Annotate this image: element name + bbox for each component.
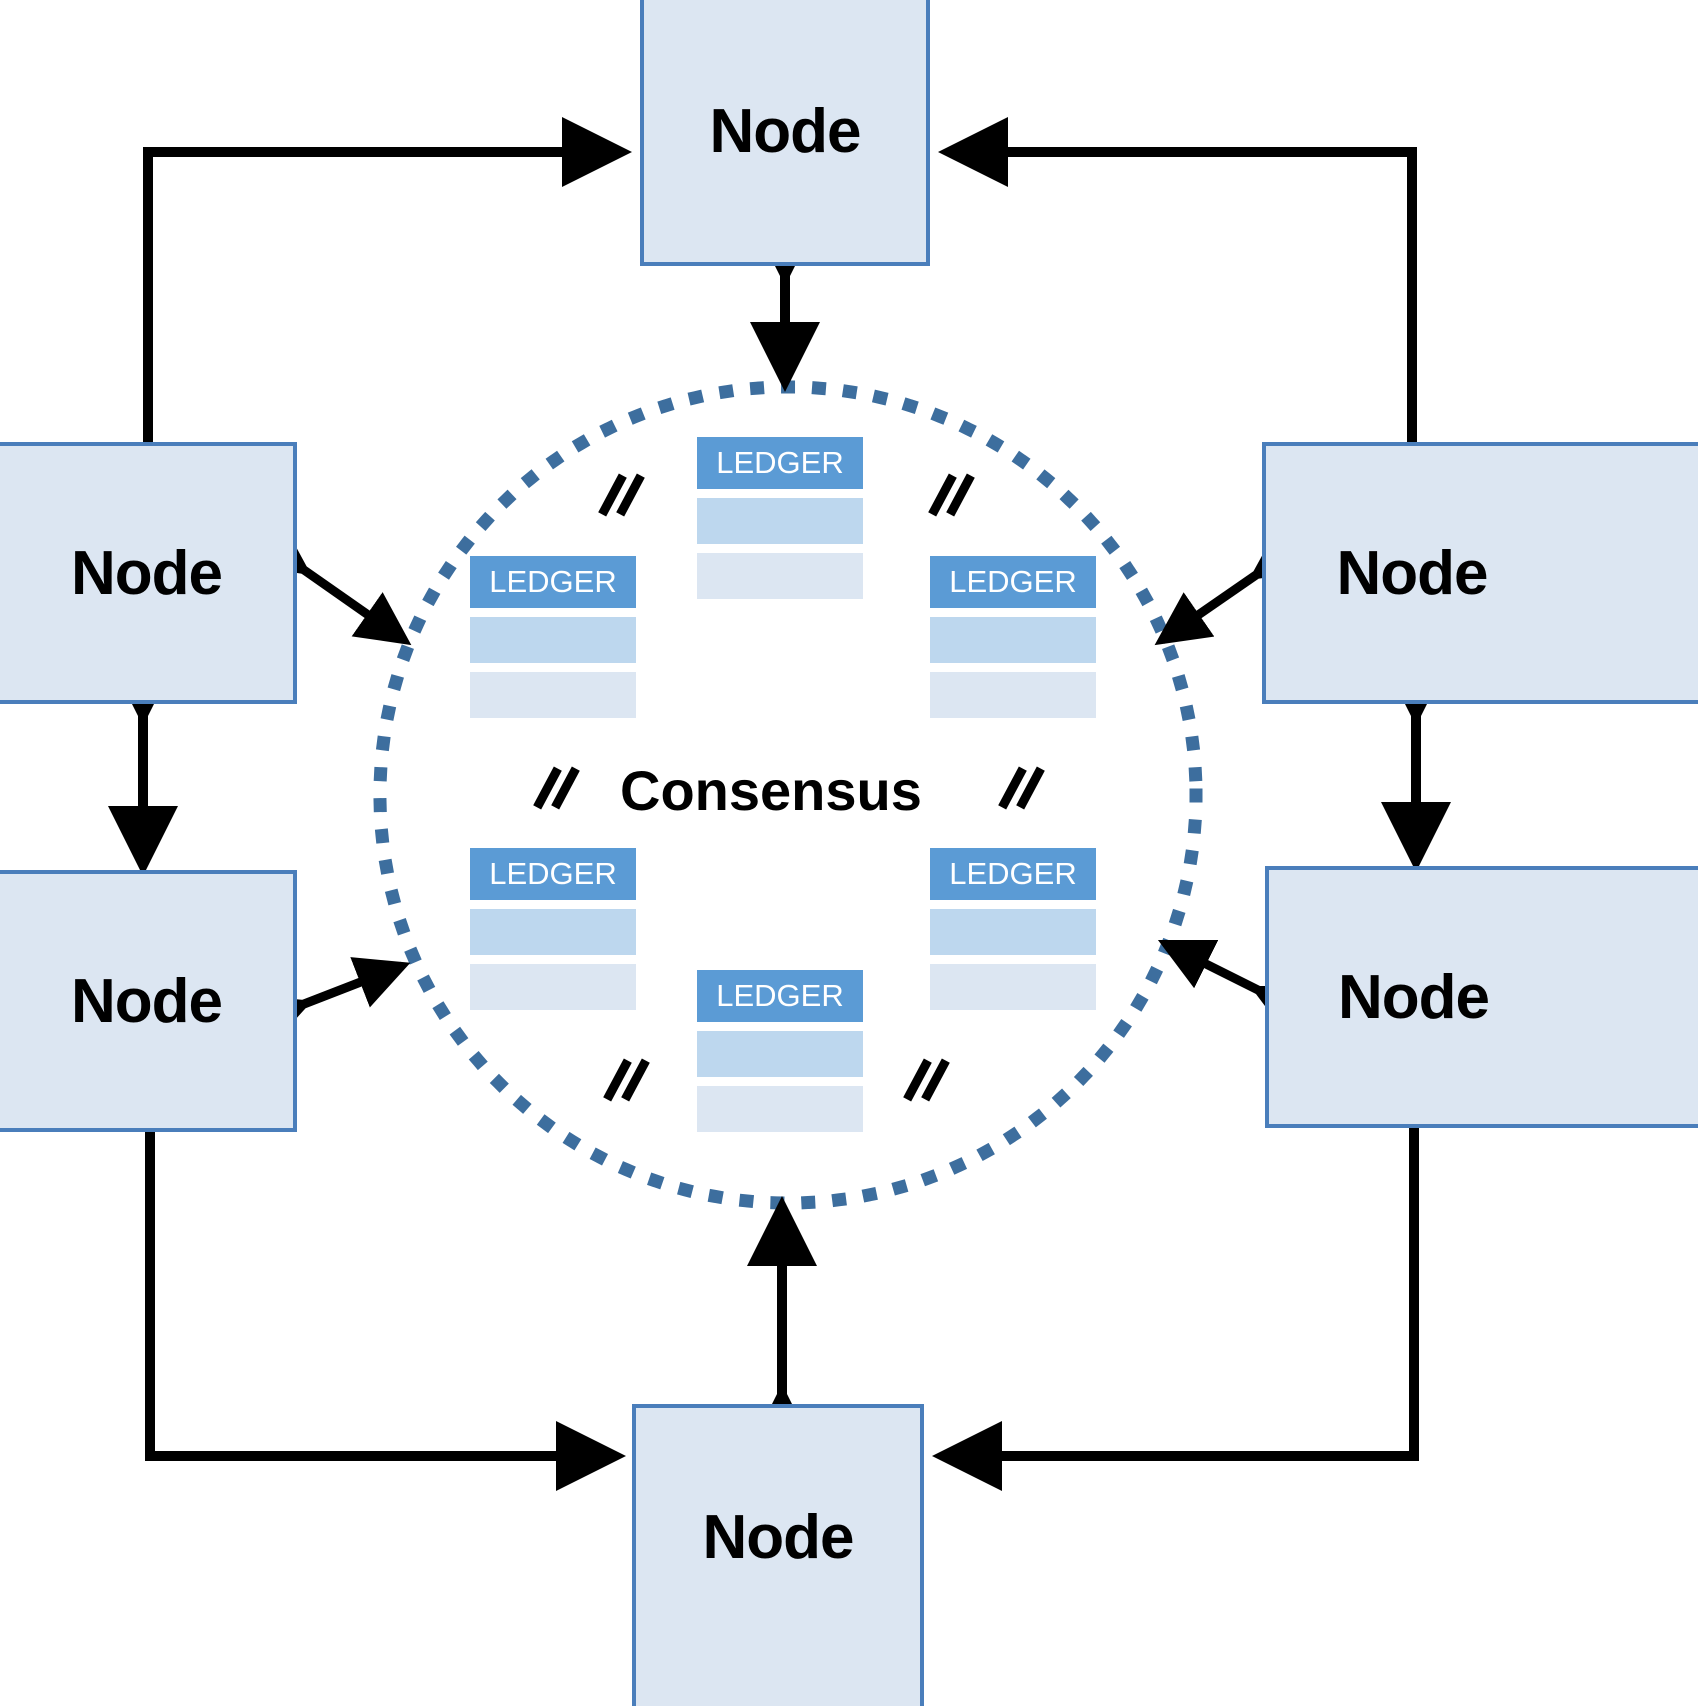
ledger-header: LEDGER — [930, 848, 1096, 900]
ledger-top[interactable]: LEDGER — [697, 437, 863, 599]
node-label: Node — [702, 1502, 855, 1572]
equals-top-left-icon — [598, 473, 646, 519]
ledger-row — [930, 909, 1096, 955]
ledger-header: LEDGER — [470, 848, 636, 900]
equals-bot-left-icon — [603, 1058, 651, 1104]
ledger-row — [930, 617, 1096, 663]
ledger-row — [470, 964, 636, 1010]
ledger-lower-left[interactable]: LEDGER — [470, 848, 636, 1010]
connector-right-upper-to-circle — [1154, 527, 1309, 646]
connector-right-lower-to-circle — [1157, 939, 1311, 1035]
equals-mid-right-icon — [998, 766, 1046, 812]
connector-right-to-bottom — [931, 1128, 1419, 1491]
connector-right-to-top — [937, 117, 1417, 445]
ledger-header: LEDGER — [930, 556, 1096, 608]
equals-mid-left-icon — [533, 766, 581, 812]
node-top[interactable]: Node — [640, 0, 930, 266]
connector-left-upper-to-circle — [251, 522, 412, 646]
ledger-header: LEDGER — [470, 556, 636, 608]
ledger-row — [470, 672, 636, 718]
ledger-row — [697, 1031, 863, 1077]
ledger-row — [470, 909, 636, 955]
connector-left-lower-to-circle — [252, 957, 411, 1046]
ledger-upper-left[interactable]: LEDGER — [470, 556, 636, 718]
ledger-header: LEDGER — [697, 437, 863, 489]
ledger-row — [470, 617, 636, 663]
equals-bot-right-icon — [903, 1058, 951, 1104]
node-label: Node — [1338, 962, 1490, 1032]
node-label: Node — [709, 96, 862, 166]
connector-left-to-bottom — [145, 1132, 627, 1491]
consensus-label: Consensus — [620, 759, 922, 822]
ledger-row — [930, 964, 1096, 1010]
node-right-upper[interactable]: Node — [1262, 442, 1698, 704]
node-label: Node — [71, 538, 223, 608]
ledger-row — [697, 498, 863, 544]
node-label: Node — [1336, 538, 1489, 608]
ledger-row — [697, 1086, 863, 1132]
connector-left-to-top — [143, 117, 633, 445]
node-right-lower[interactable]: Node — [1265, 866, 1698, 1128]
node-left-lower[interactable]: Node — [0, 870, 297, 1132]
ledger-upper-right[interactable]: LEDGER — [930, 556, 1096, 718]
node-label: Node — [71, 966, 223, 1036]
node-bottom[interactable]: Node — [632, 1404, 924, 1706]
ledger-row — [697, 553, 863, 599]
ledger-row — [930, 672, 1096, 718]
ledger-lower-right[interactable]: LEDGER — [930, 848, 1096, 1010]
ledger-bottom[interactable]: LEDGER — [697, 970, 863, 1132]
ledger-header: LEDGER — [697, 970, 863, 1022]
node-left-upper[interactable]: Node — [0, 442, 297, 704]
equals-top-right-icon — [928, 473, 976, 519]
